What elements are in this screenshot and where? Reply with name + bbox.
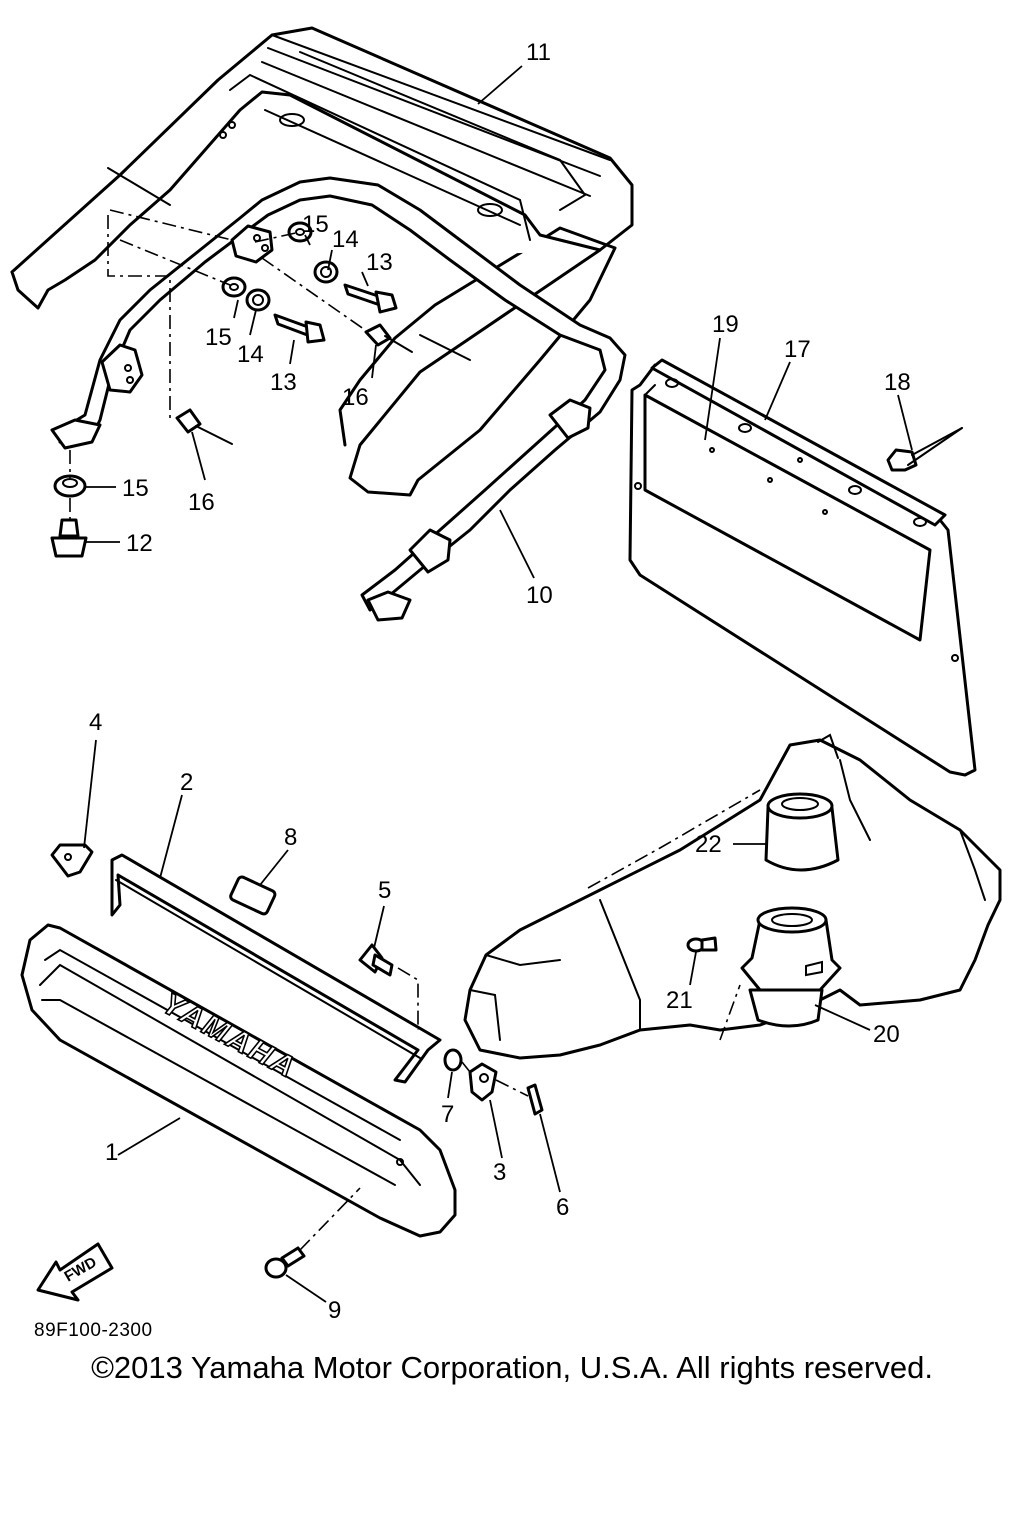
part-13-bolt-a <box>343 283 398 314</box>
callout-19: 19 <box>712 311 739 338</box>
callout-13: 13 <box>270 369 297 396</box>
part-7-washer <box>443 1048 463 1072</box>
callout-18: 18 <box>884 369 911 396</box>
callout-1: 1 <box>105 1139 118 1166</box>
parts-diagram: YAMAHA FWD <box>10 26 1002 1324</box>
callout-16: 16 <box>342 384 369 411</box>
part-22-cap <box>764 792 840 872</box>
part-2-stay <box>110 853 442 1084</box>
part-6-clip <box>526 1083 544 1116</box>
drawing-code: 89F100-2300 <box>34 1320 153 1341</box>
part-12-bolt <box>50 518 88 558</box>
part-14-collar-b <box>245 288 271 312</box>
callout-14: 14 <box>237 341 264 368</box>
part-15-washer-c <box>53 474 87 498</box>
part-20-filler-neck <box>740 906 842 1028</box>
part-14-collar-a <box>313 260 339 284</box>
callout-13: 13 <box>366 249 393 276</box>
part-13-bolt-b <box>273 313 326 344</box>
callout-4: 4 <box>89 709 102 736</box>
callout-16: 16 <box>188 489 215 516</box>
part-17-mud-flap <box>628 358 977 777</box>
part-9-bolt <box>264 1246 306 1279</box>
fwd-arrow: FWD <box>36 1242 114 1302</box>
callout-17: 17 <box>784 336 811 363</box>
callout-21: 21 <box>666 987 693 1014</box>
callout-15: 15 <box>302 211 329 238</box>
leader-lines <box>83 65 913 1303</box>
part-21-clip <box>686 936 718 953</box>
callout-15: 15 <box>122 475 149 502</box>
callout-7: 7 <box>441 1101 454 1128</box>
part-3-nut <box>468 1062 498 1102</box>
callout-20: 20 <box>873 1021 900 1048</box>
copyright-notice: ©2013 Yamaha Motor Corporation, U.S.A. A… <box>91 1350 933 1385</box>
callout-11: 11 <box>526 39 551 66</box>
callout-3: 3 <box>493 1159 506 1186</box>
fuel-tank <box>463 733 1002 1060</box>
part-16-pin-b <box>175 408 233 445</box>
part-10-grab-bar <box>50 176 627 622</box>
part-4-bracket <box>50 843 94 878</box>
part-18-rivet <box>886 427 963 472</box>
callout-12: 12 <box>126 530 153 557</box>
callout-8: 8 <box>284 824 297 851</box>
callout-9: 9 <box>328 1297 341 1324</box>
callout-2: 2 <box>180 769 193 796</box>
part-15-washer-b <box>221 276 247 298</box>
part-8-label <box>229 875 277 916</box>
callout-6: 6 <box>556 1194 569 1221</box>
callout-15: 15 <box>205 324 232 351</box>
callout-14: 14 <box>332 226 359 253</box>
part-16-pin-a <box>364 323 413 353</box>
callouts: 11 15 14 13 15 14 13 16 16 15 12 10 19 1… <box>89 39 911 1324</box>
callout-5: 5 <box>378 877 391 904</box>
part-5-screw <box>358 943 394 977</box>
callout-10: 10 <box>526 582 553 609</box>
callout-22: 22 <box>695 831 722 858</box>
